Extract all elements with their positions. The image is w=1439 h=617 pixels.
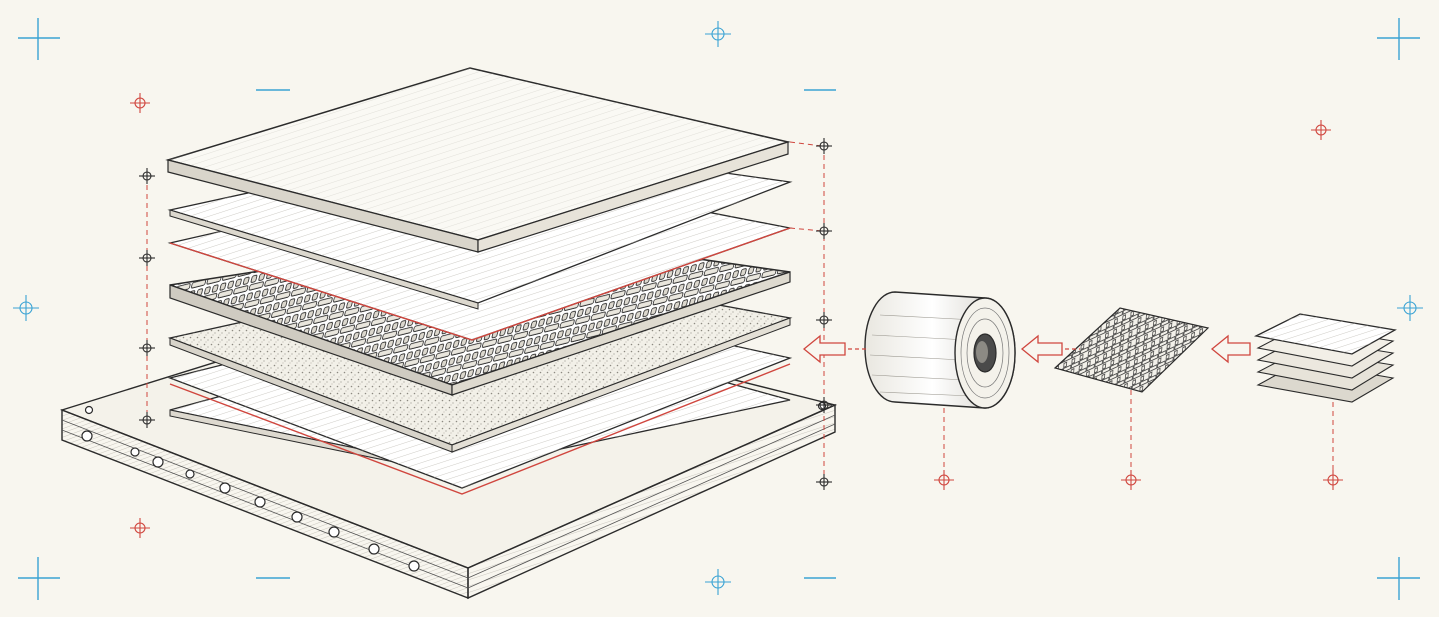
leader-lines [943, 390, 1334, 475]
crosshair-target-icon [139, 250, 155, 266]
crosshair-target-icon [1121, 470, 1141, 490]
stacked-ply-kit [1253, 313, 1397, 403]
crosshair-target-icon [139, 168, 155, 184]
crosshair-target-icon [816, 223, 832, 239]
corner-registration-icon [18, 557, 60, 600]
tick-mark-icon [256, 89, 836, 579]
crosshair-target-icon [934, 470, 954, 490]
feed-arrow-icon [1020, 334, 1080, 364]
material-roll [864, 291, 1016, 409]
crosshair-target-icon [705, 569, 731, 595]
fabric-swatch [1053, 307, 1210, 393]
crosshair-target-icon [13, 295, 39, 321]
crosshair-target-icon [816, 397, 832, 413]
crosshair-target-icon [816, 474, 832, 490]
crosshair-target-icon [1323, 470, 1343, 490]
crosshair-target-icon [1397, 295, 1423, 321]
port-holes [81, 401, 827, 572]
corner-registration-icon [18, 18, 60, 60]
corner-registration-icon [1377, 18, 1420, 60]
crosshair-target-icon [139, 412, 155, 428]
feed-arrow-icon [802, 334, 866, 364]
crosshair-target-icon [130, 518, 150, 538]
crosshair-target-icon [816, 312, 832, 328]
crosshair-target-icon [130, 93, 150, 113]
crosshair-target-icon [139, 340, 155, 356]
corner-registration-icon [1377, 557, 1420, 600]
top-caul-plate [165, 67, 791, 253]
crosshair-target-icon [705, 21, 731, 47]
feed-arrow-icon [1210, 334, 1251, 364]
crosshair-target-icon [1311, 120, 1331, 140]
dimension-line-right [789, 141, 825, 482]
crosshair-target-icon [816, 138, 832, 154]
